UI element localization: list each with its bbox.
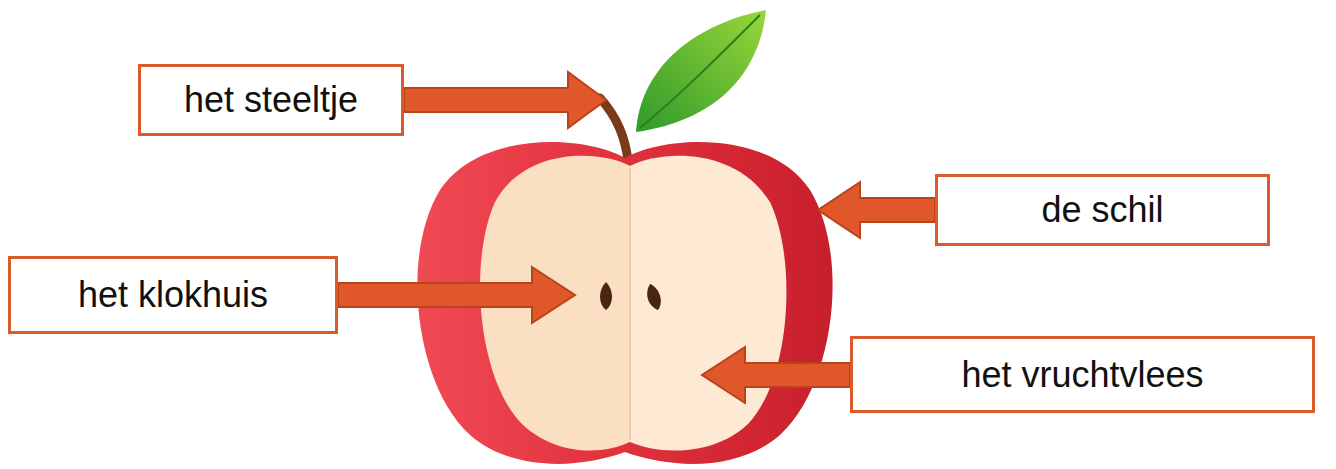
- label-box: de schil: [935, 174, 1270, 246]
- apple-seed: [647, 284, 661, 310]
- label-box: het steeltje: [138, 64, 404, 136]
- label-box: het vruchtvlees: [850, 336, 1315, 413]
- pointer-arrow: [338, 267, 575, 323]
- pointer-arrow: [818, 182, 935, 238]
- part-label: het klokhuis: [78, 275, 268, 315]
- leaf-vein: [640, 15, 760, 128]
- apple-leaf: [636, 10, 766, 132]
- apple-seed: [600, 282, 612, 310]
- part-label: de schil: [1041, 190, 1163, 230]
- pointer-arrow: [404, 72, 606, 128]
- apple-center-line: [629, 168, 631, 440]
- label-box: het klokhuis: [8, 256, 338, 334]
- apple-flesh-right: [630, 156, 786, 451]
- part-label: het steeltje: [184, 80, 358, 120]
- part-label: het vruchtvlees: [961, 355, 1203, 395]
- pointer-arrow: [702, 347, 850, 403]
